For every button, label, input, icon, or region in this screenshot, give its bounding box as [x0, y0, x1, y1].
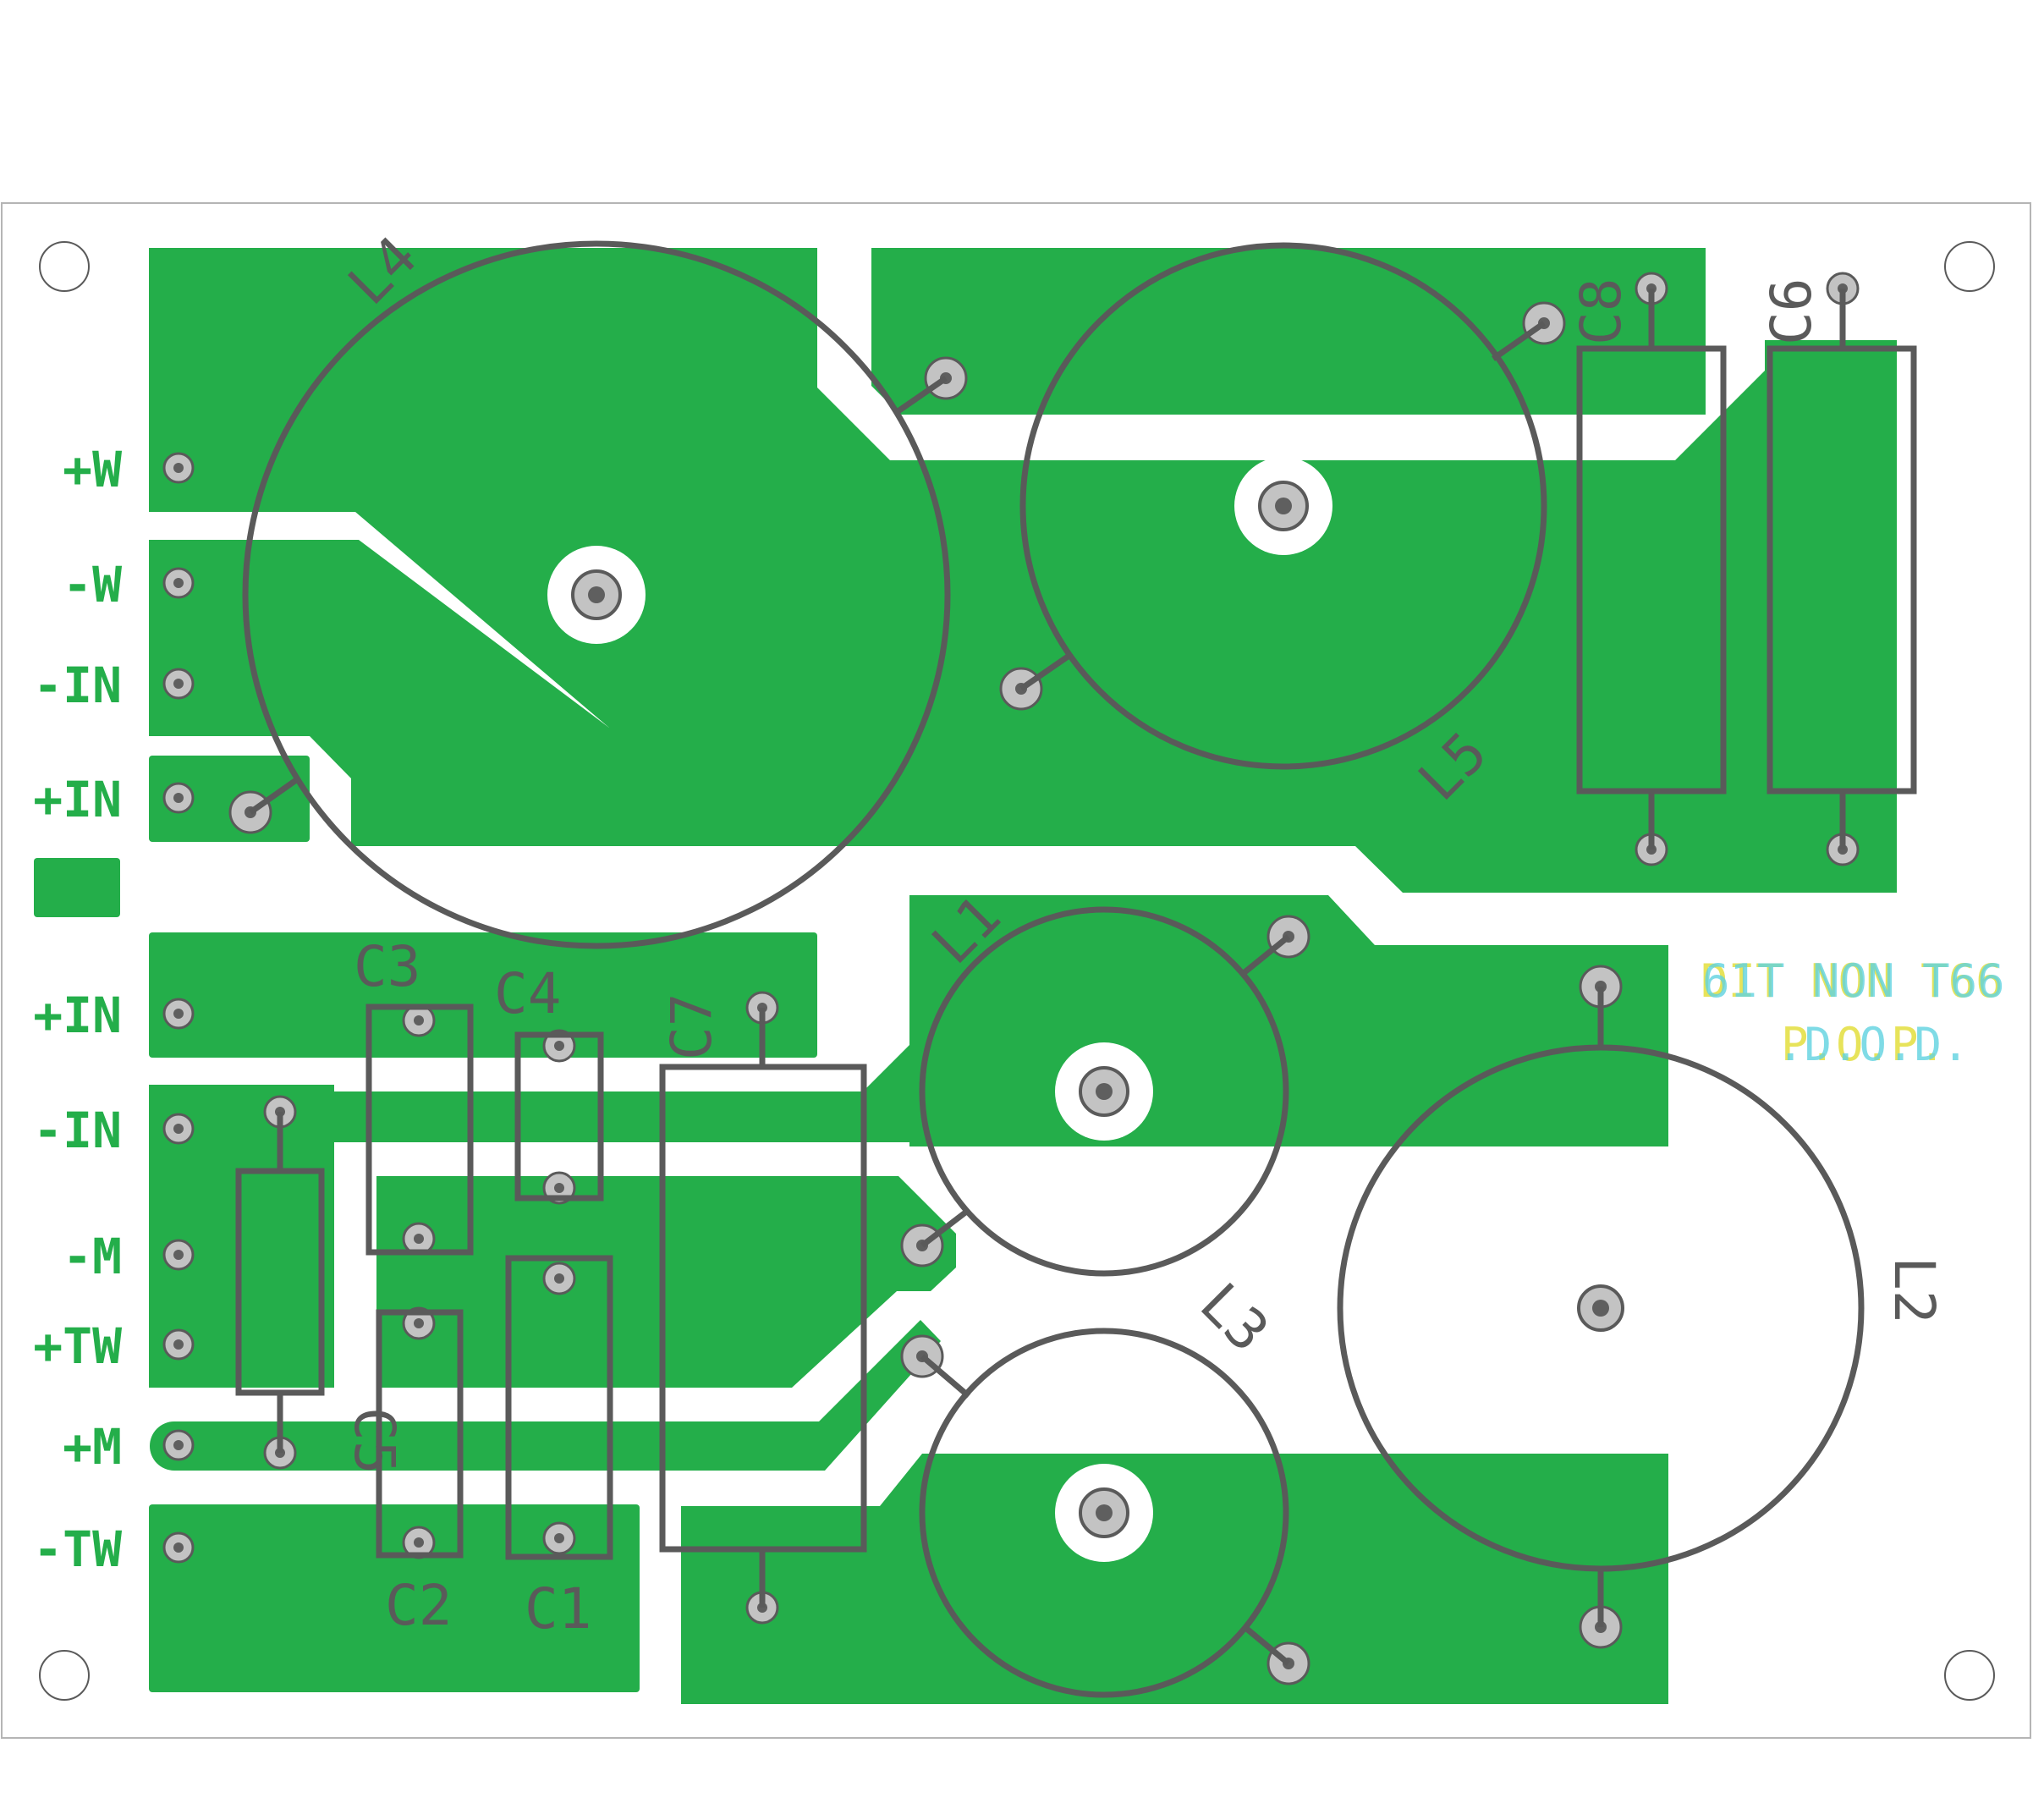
connector-labels: +W -W -IN +IN +IN -IN -M +TW +M -TW: [33, 441, 122, 1578]
capacitor-c3-outline: [365, 1003, 474, 1256]
copper-region-top-right: [871, 248, 1706, 415]
connector-label-plus-in-top: +IN: [33, 771, 122, 828]
copper-minus-tw-region: [149, 1504, 640, 1692]
copper-l3-l2-region: [681, 1454, 1668, 1704]
copper-legend-block: [34, 858, 120, 917]
copper-plus-m-trace: [150, 1320, 941, 1471]
connector-label-plus-m: +M: [63, 1418, 122, 1476]
connector-label-minus-tw: -TW: [33, 1520, 122, 1578]
ref-c6: C6: [1759, 278, 1824, 345]
board-marking: DIT NON T66 61T NON T66 P.O.P. .D.O.D.: [1701, 954, 2005, 1071]
mounting-holes: [39, 241, 1995, 1701]
inductor-centre-holes: [571, 481, 1624, 1538]
connector-label-minus-m: -M: [63, 1228, 122, 1285]
ref-c4: C4: [494, 961, 561, 1026]
ref-c5: C5: [342, 1407, 407, 1474]
capacitor-c1-outline: [505, 1255, 613, 1560]
connector-label-minus-in-top: -IN: [33, 657, 122, 714]
silkscreen-layer: [235, 240, 1917, 1698]
inductor-l3-outline: [919, 1328, 1289, 1698]
copper-plus-in-bottom: [149, 932, 817, 1058]
mounting-hole-top-right: [1944, 241, 1995, 292]
ref-l2: L2: [1882, 1256, 1947, 1323]
board-marking-line1-layer-a: DIT NON T66: [1701, 954, 2003, 1008]
connector-label-minus-in-bottom: -IN: [33, 1102, 122, 1159]
ref-c7: C7: [659, 993, 724, 1060]
connector-label-minus-w: -W: [63, 556, 122, 613]
capacitor-c2-outline: [376, 1309, 464, 1559]
inductor-l1-outline: [919, 906, 1289, 1277]
capacitor-c4-outline: [514, 1031, 604, 1201]
inductor-l4-outline: [242, 240, 951, 949]
connector-label-plus-tw: +TW: [33, 1317, 122, 1375]
ref-c2: C2: [385, 1573, 452, 1638]
board-marking-line2-layer-a: P.O.P.: [1781, 1018, 1946, 1071]
board-marking-line2-layer-b: .D.O.D.: [1777, 1018, 1970, 1071]
mounting-hole-bottom-right: [1944, 1650, 1995, 1701]
ref-c8: C8: [1569, 278, 1634, 345]
connector-label-plus-w: +W: [63, 441, 122, 498]
copper-minus-in-region: [149, 1045, 909, 1388]
board-marking-line1-layer-b: 61T NON T66: [1702, 954, 2005, 1008]
ref-c3: C3: [354, 934, 420, 999]
inductor-l5-outline: [1019, 242, 1547, 770]
mounting-hole-bottom-left: [39, 1650, 90, 1701]
copper-c7-region: [376, 1176, 956, 1388]
connector-label-plus-in-bottom: +IN: [33, 987, 122, 1044]
ref-c1: C1: [525, 1576, 591, 1641]
mounting-hole-top-left: [39, 241, 90, 292]
copper-region-w-minus-strip: [149, 540, 1897, 893]
